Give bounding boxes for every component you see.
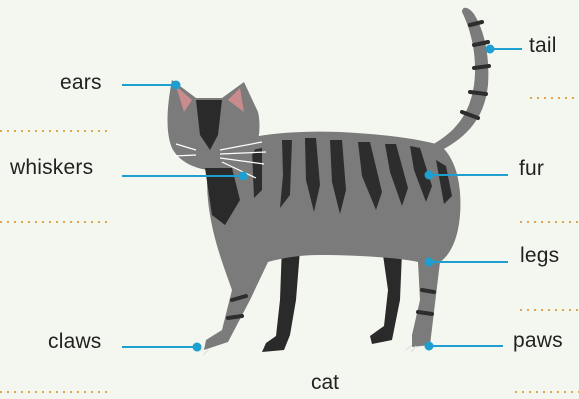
leg-stripes — [228, 290, 434, 318]
claw — [203, 350, 208, 355]
leader-dot-legs — [426, 259, 433, 266]
claw-marks — [198, 345, 416, 355]
label-fur: fur — [519, 157, 544, 181]
far-back-leg — [370, 248, 402, 344]
tail-stripe — [470, 92, 486, 94]
leader-dot-ears — [173, 82, 180, 89]
label-tail: tail — [529, 34, 557, 58]
leader-dot-paws — [426, 343, 433, 350]
leader-dot-claws — [194, 344, 201, 351]
label-claws: claws — [48, 330, 102, 354]
label-legs: legs — [520, 244, 559, 268]
leader-dot-whiskers — [240, 173, 247, 180]
leg-stripe — [422, 290, 434, 292]
claw — [406, 345, 412, 350]
leg-stripe — [418, 312, 432, 314]
leader-dot-tail — [487, 46, 494, 53]
cat-tail — [432, 8, 488, 150]
label-ears: ears — [60, 71, 102, 95]
cat-back-legs — [262, 245, 402, 352]
tail-stripe — [474, 66, 489, 68]
diagram-caption: cat — [311, 371, 339, 395]
leg-stripe — [228, 316, 242, 318]
label-whiskers: whiskers — [10, 156, 93, 180]
claw — [411, 346, 416, 352]
leader-dot-fur — [426, 172, 433, 179]
label-paws: paws — [513, 329, 563, 353]
